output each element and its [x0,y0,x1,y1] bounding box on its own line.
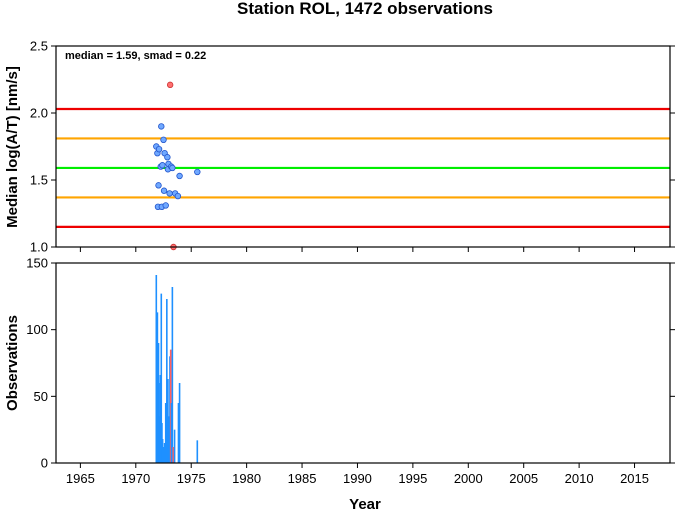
top-annotation: median = 1.59, smad = 0.22 [65,50,206,62]
x-tick-label-5: 1990 [343,471,372,486]
bottom-panel: 0 50 100 150 1965 1970 1975 1980 1985 1990 1995 20… [4,256,675,511]
scatter-point-21 [176,172,183,180]
x-tick-label-6: 1995 [398,471,427,486]
x-tick-label-3: 1980 [232,471,261,486]
scatter-points [153,81,201,251]
bottom-panel-frame [55,262,671,464]
x-tick-label-10: 2015 [620,471,649,486]
top-panel-frame [55,45,671,248]
chart-title: Station ROL, 1472 observations [237,0,493,18]
top-y-axis: 1.0 1.5 2.0 2.5 [30,39,675,255]
bottom-x-axis: 1965 1970 1975 1980 1985 1990 1995 2000 2005 2010… [66,463,649,486]
scatter-point-5 [158,123,165,130]
top-y-axis-label: Median log(A/T) [nm/s] [4,66,21,228]
scatter-point-22 [194,168,201,176]
x-axis-label: Year [349,496,381,511]
bottom-y-tick-label-1: 50 [34,389,48,404]
scatter-point-20 [174,192,182,200]
scatter-point-7 [159,162,166,169]
bottom-y-axis-label: Observations [4,315,21,411]
scatter-point-11 [160,187,168,194]
top-y-tick-label-0: 1.0 [30,240,48,255]
top-y-tick-label-3: 2.5 [30,39,48,54]
x-tick-label-9: 2010 [565,471,594,486]
scatter-point-12 [162,202,169,209]
x-tick-label-0: 1965 [66,471,95,486]
reference-lines [56,107,670,228]
top-x-ticks [79,247,636,252]
x-tick-label-8: 2005 [509,471,538,486]
scatter-point-2 [155,145,163,153]
bottom-y-tick-label-2: 100 [26,322,48,337]
x-tick-label-7: 2000 [454,471,483,486]
x-tick-label-2: 1975 [177,471,206,486]
observation-bars [155,275,199,463]
scatter-point-3 [155,182,162,189]
bottom-y-axis: 0 50 100 150 [26,256,675,471]
x-tick-label-4: 1985 [288,471,317,486]
x-tick-label-1: 1970 [121,471,150,486]
top-panel: 1.01.52.02.5 median = 1.59, smad = 0.22 … [4,39,675,255]
bottom-y-tick-label-0: 0 [41,456,48,471]
scatter-point-18 [169,164,176,172]
scatter-point-16 [166,190,173,197]
top-y-tick-label-1: 1.5 [30,173,48,188]
scatter-point-13 [164,154,171,161]
scatter-point-23 [166,81,174,89]
scatter-point-9 [160,136,167,143]
bottom-y-tick-label-3: 150 [26,256,48,271]
top-y-tick-label-2: 2.0 [30,106,48,121]
